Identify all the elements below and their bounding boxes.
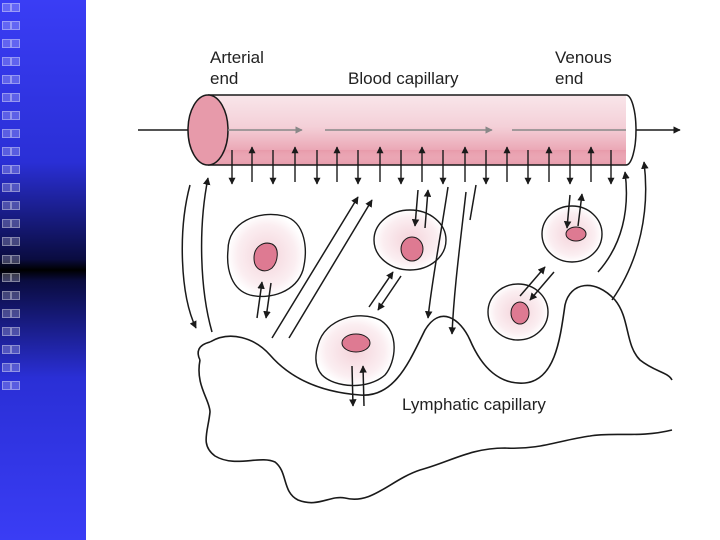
sidebar-decoration: [0, 0, 86, 540]
sidebar-square: [2, 129, 11, 138]
arterial-end-label: Arterial: [210, 48, 264, 67]
sidebar-square: [11, 57, 20, 66]
sidebar-square: [11, 147, 20, 156]
sidebar-square: [2, 363, 11, 372]
lymphatic-capillary-label: Lymphatic capillary: [402, 395, 546, 414]
sidebar-square: [11, 273, 20, 282]
sidebar-square: [2, 21, 11, 30]
sidebar-square: [2, 183, 11, 192]
sidebar-square: [2, 75, 11, 84]
tissue-cell: [541, 205, 603, 263]
sidebar-square: [11, 183, 20, 192]
exchange-arrows: [228, 146, 615, 185]
venous-end-label-2: end: [555, 69, 583, 88]
sidebar-square: [2, 309, 11, 318]
lymphatic-capillary-outline: [198, 284, 673, 504]
tissue-cell: [487, 283, 549, 341]
venous-end-label: Venous: [555, 48, 612, 67]
sidebar-square: [2, 291, 11, 300]
interstitial-flow-arrows: [181, 161, 649, 407]
sidebar-square: [11, 309, 20, 318]
blood-capillary-tube: [187, 94, 637, 170]
sidebar-square: [2, 237, 11, 246]
sidebar-square: [2, 93, 11, 102]
tissue-cell: [373, 209, 447, 271]
sidebar-square: [11, 165, 20, 174]
blood-capillary-label: Blood capillary: [348, 69, 459, 88]
sidebar-square: [2, 165, 11, 174]
sidebar-square: [2, 39, 11, 48]
sidebar-square: [2, 381, 11, 390]
sidebar-square: [11, 3, 20, 12]
sidebar-square: [11, 291, 20, 300]
sidebar-square: [11, 363, 20, 372]
sidebar-square: [11, 255, 20, 264]
sidebar-square: [11, 201, 20, 210]
sidebar-square-pattern: [2, 2, 22, 398]
sidebar-square: [11, 129, 20, 138]
sidebar-square: [11, 237, 20, 246]
sidebar-square: [11, 93, 20, 102]
sidebar-square: [2, 255, 11, 264]
arterial-end-label-2: end: [210, 69, 238, 88]
sidebar-square: [2, 111, 11, 120]
sidebar-square: [2, 201, 11, 210]
sidebar-square: [11, 75, 20, 84]
sidebar-square: [2, 273, 11, 282]
sidebar-square: [11, 21, 20, 30]
sidebar-square: [2, 327, 11, 336]
tissue-cell: [315, 315, 395, 387]
sidebar-square: [11, 111, 20, 120]
sidebar-square: [11, 345, 20, 354]
sidebar-square: [11, 39, 20, 48]
sidebar-square: [2, 3, 11, 12]
sidebar-square: [11, 381, 20, 390]
sidebar-square: [2, 345, 11, 354]
sidebar-square: [11, 327, 20, 336]
sidebar-square: [2, 219, 11, 228]
capillary-diagram: Arterial end Blood capillary Venous end …: [138, 48, 681, 504]
sidebar-square: [2, 57, 11, 66]
tissue-cell: [226, 213, 306, 298]
sidebar-square: [2, 147, 11, 156]
sidebar-square: [11, 219, 20, 228]
